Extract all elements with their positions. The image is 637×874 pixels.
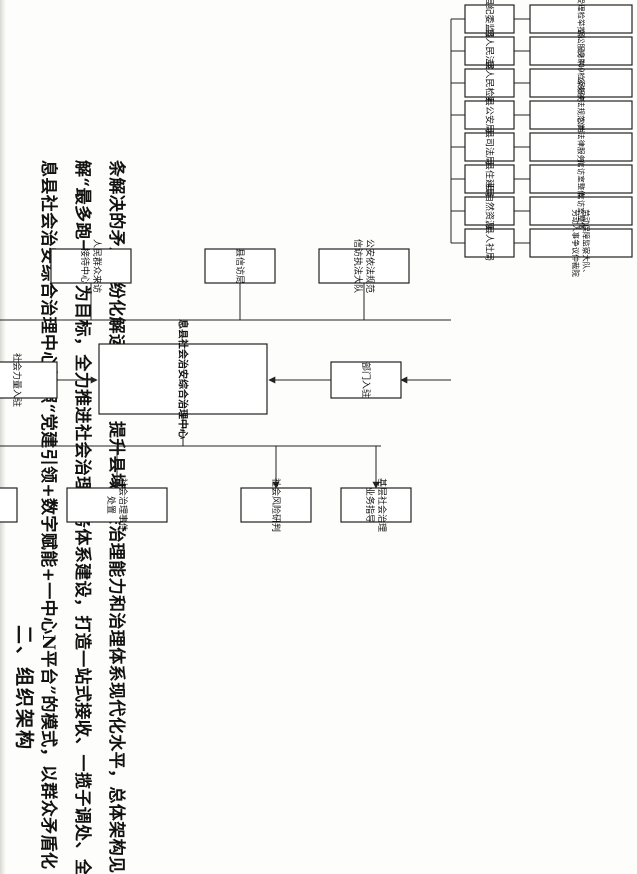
unit-box-5-label: 公共法律服务中心 xyxy=(576,117,586,177)
department-box-3-label: 县人民检察 xyxy=(483,60,495,105)
department-box-3: 县人民检察 xyxy=(464,60,515,106)
department-box-7: 县自然资源局 xyxy=(464,184,515,238)
unit-box-4: 公安依法规范信访大队 xyxy=(529,78,633,153)
function-box-3-label: 社会治理事件 xyxy=(117,478,129,532)
department-box-5: 县司法局 xyxy=(464,129,515,165)
department-box-1: 县纪委监委 xyxy=(464,0,515,42)
unit-box-6: 信访室整体 xyxy=(529,160,633,198)
unit-box-3: 12309检察服务中心 xyxy=(529,49,633,118)
side-body-box-1-label: 公安依法规范 xyxy=(364,239,376,293)
department-entry-box: 部门入驻 xyxy=(330,361,402,399)
department-box-8: 县人社局 xyxy=(464,225,515,261)
department-box-5-label: 县司法局 xyxy=(483,129,495,165)
function-box-1-label: 基层社会治理 xyxy=(376,478,388,532)
center-box: 息县社会治安综合治理中心 xyxy=(98,319,268,439)
department-box-1-label: 县纪委监委 xyxy=(483,0,495,42)
department-box-6-label: 县住建局 xyxy=(483,161,495,197)
connector-lines xyxy=(0,18,530,489)
social-entry-box: 社会力量入驻 xyxy=(0,353,58,407)
function-box-2: 社会风险研判 xyxy=(240,478,312,532)
department-box-8-label: 县人社局 xyxy=(483,225,495,261)
department-entry-box-label: 部门入驻 xyxy=(360,362,372,398)
department-box-4: 县公安局 xyxy=(464,97,515,133)
side-body-box-2-label: 县信访局 xyxy=(234,248,246,284)
department-box-4-label: 县公安局 xyxy=(483,97,495,133)
center-box-label: 息县社会治安综合治理中心 xyxy=(177,319,190,439)
department-box-2: 县人民法院 xyxy=(464,28,515,74)
unit-box-8: 劳动保障监察大队、劳动人事争议仲裁院 xyxy=(529,209,633,277)
unit-box-1-label: 受理检举控告 xyxy=(576,0,586,42)
department-box-7-label: 县自然资源局 xyxy=(483,184,495,238)
function-box-3-label: 处置 xyxy=(105,496,117,514)
side-body-box-1-label: 信访执法大队 xyxy=(352,239,364,293)
function-box-2-label: 社会风险研判 xyxy=(270,478,282,532)
function-box-1-label: 业务指导 xyxy=(364,487,376,523)
unit-box-6-label: 信访室整体 xyxy=(576,160,586,198)
unit-box-1: 受理检举控告 xyxy=(529,0,633,42)
function-box-4: 信访和矛盾纠纷调处化解 xyxy=(0,487,18,523)
side-body-box-2: 县信访局 xyxy=(204,248,276,284)
unit-box-5: 公共法律服务中心 xyxy=(529,117,633,177)
unit-box-2: 诉讼服务中心 xyxy=(529,29,633,74)
scan-edge xyxy=(0,0,6,874)
unit-box-4-label: 公安依法规范信访大队 xyxy=(576,78,586,153)
unit-box-8-label: 劳动人事争议仲裁院 xyxy=(571,209,581,277)
department-box-2-label: 县人民法院 xyxy=(483,28,495,73)
unit-box-7-label: 信访室整体 xyxy=(576,192,586,230)
unit-box-2-label: 诉讼服务中心 xyxy=(576,29,586,74)
unit-box-3-label: 12309检察服务中心 xyxy=(576,49,586,118)
unit-box-8-label: 劳动保障监察大队、 xyxy=(582,209,592,277)
side-body-box-3-label: 接待中心 xyxy=(79,248,91,284)
unit-box-7: 信访室整体 xyxy=(529,192,633,230)
social-entry-box-label: 社会力量入驻 xyxy=(11,353,23,407)
department-box-6: 县住建局 xyxy=(464,161,515,197)
side-body-box-3-label: 人民群众来访 xyxy=(91,239,103,293)
